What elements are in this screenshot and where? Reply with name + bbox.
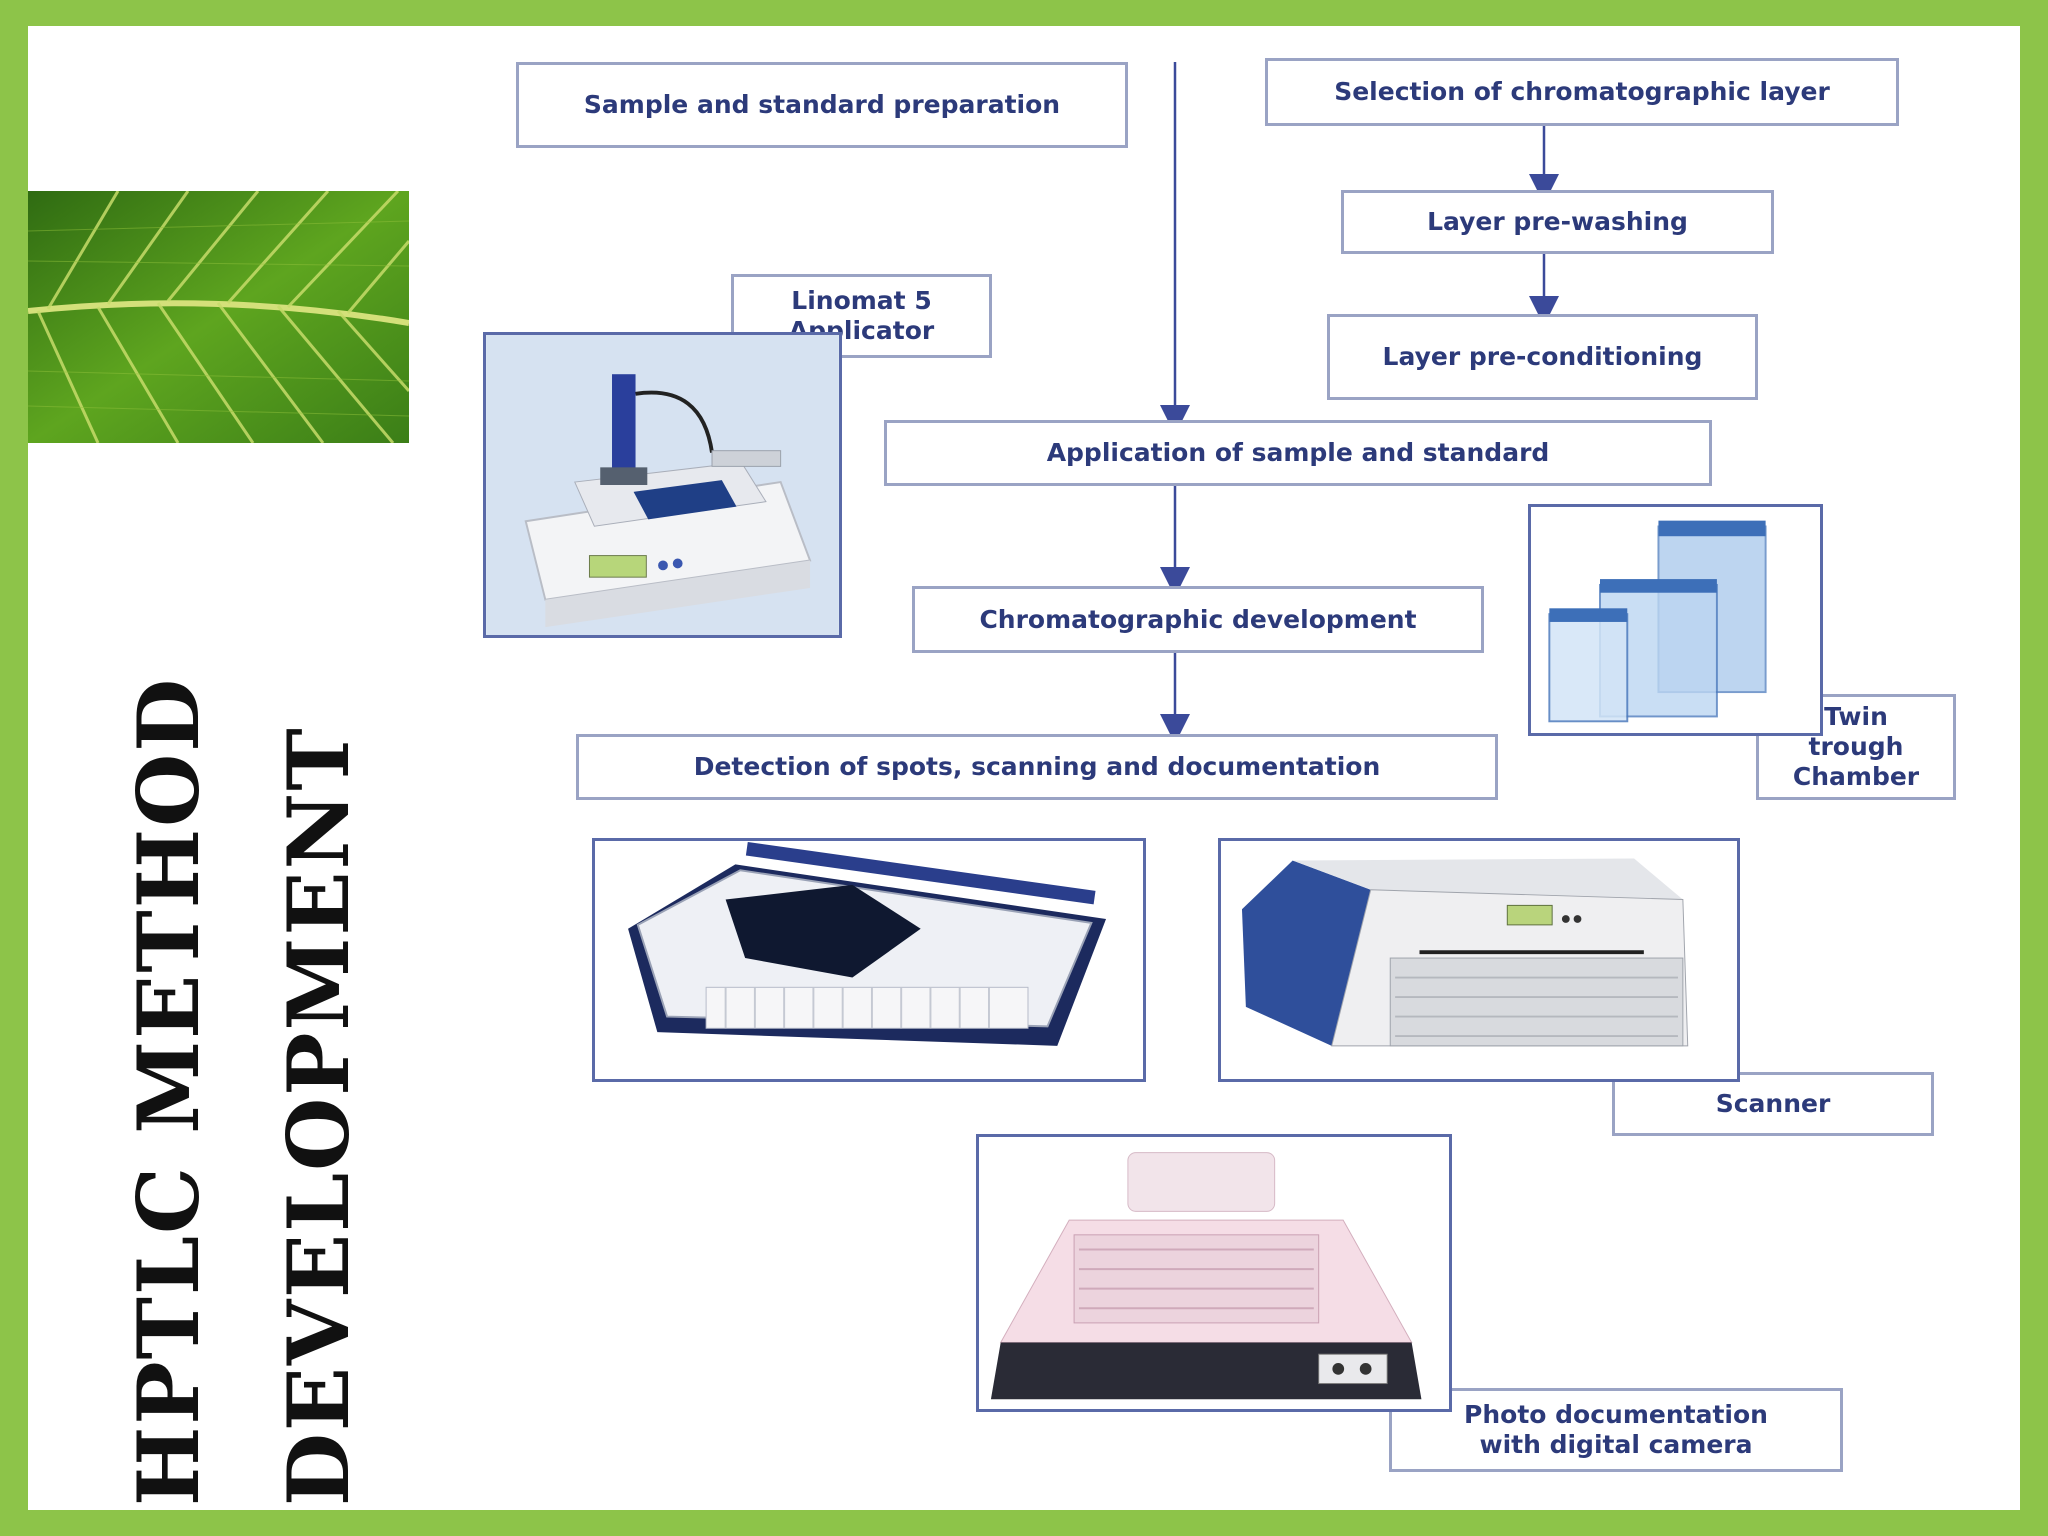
linomat-image bbox=[483, 332, 842, 638]
twin-trough-image bbox=[1528, 504, 1823, 736]
label-scanner: Scanner bbox=[1612, 1072, 1934, 1136]
step-application: Application of sample and standard bbox=[884, 420, 1712, 486]
photo-documentation-image bbox=[976, 1134, 1452, 1412]
label-photo-documentation: Photo documentation with digital camera bbox=[1389, 1388, 1843, 1472]
slide-title: HPTLC METHOD DEVELOPMENT bbox=[94, 546, 394, 1506]
step-layer-prewashing: Layer pre-washing bbox=[1341, 190, 1774, 254]
title-wrap: HPTLC METHOD DEVELOPMENT bbox=[94, 546, 394, 1506]
scanner-image bbox=[1218, 838, 1740, 1082]
step-layer-preconditioning: Layer pre-conditioning bbox=[1327, 314, 1758, 400]
twin-trough-drawing bbox=[1531, 507, 1820, 733]
leaf-image bbox=[28, 189, 411, 444]
title-line-1: HPTLC METHOD bbox=[119, 676, 218, 1506]
step-layer-selection: Selection of chromatographic layer bbox=[1265, 58, 1899, 126]
slide: HPTLC METHOD DEVELOPMENT Sample and stan… bbox=[28, 26, 2020, 1510]
step-sample-preparation: Sample and standard preparation bbox=[516, 62, 1128, 148]
title-line-2: DEVELOPMENT bbox=[269, 726, 368, 1506]
development-chamber-drawing bbox=[598, 841, 1140, 1079]
development-chamber-image bbox=[592, 838, 1146, 1082]
linomat-drawing bbox=[486, 335, 839, 635]
leaf-texture bbox=[28, 189, 411, 444]
step-detection: Detection of spots, scanning and documen… bbox=[576, 734, 1498, 800]
scanner-drawing bbox=[1224, 841, 1734, 1079]
photo-documentation-drawing bbox=[981, 1137, 1447, 1409]
step-chromatographic-development: Chromatographic development bbox=[912, 586, 1484, 653]
